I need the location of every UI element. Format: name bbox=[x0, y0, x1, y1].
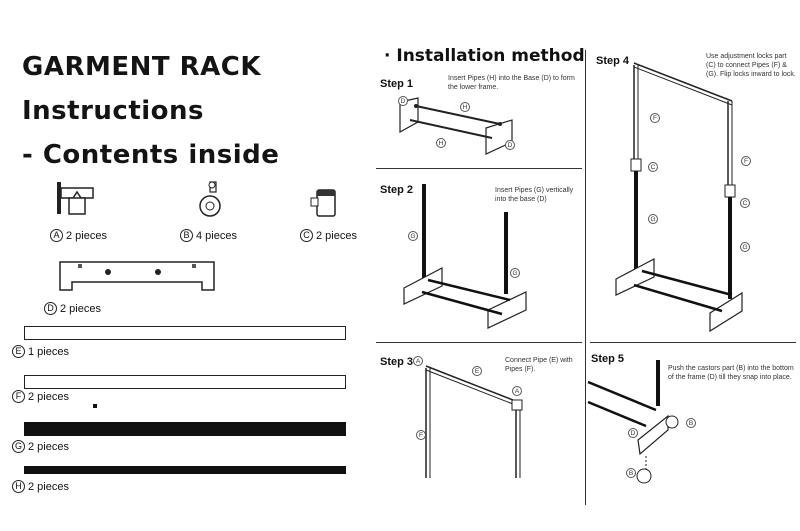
part-e-pipe bbox=[24, 326, 346, 340]
part-letter-f: F bbox=[12, 390, 25, 403]
part-f-count: 2 pieces bbox=[28, 390, 69, 403]
step5-label-b1: B bbox=[686, 418, 696, 428]
step-3-diagram bbox=[425, 365, 523, 478]
title-contents-inside: - Contents inside bbox=[22, 140, 280, 170]
step-2-text: Insert Pipes (G) vertically into the bas… bbox=[495, 187, 574, 203]
part-b-count: 4 pieces bbox=[196, 229, 237, 242]
step1-label-h1: H bbox=[460, 102, 470, 112]
step-2-diagram bbox=[403, 184, 527, 329]
part-d-icon bbox=[59, 261, 215, 291]
step4-label-c1: C bbox=[648, 162, 658, 172]
step-4-diagram bbox=[615, 62, 743, 333]
step3-label-a2: A bbox=[512, 386, 522, 396]
separator-2 bbox=[376, 342, 582, 343]
step1-label-d: D bbox=[398, 96, 408, 106]
part-letter-h: H bbox=[12, 480, 25, 493]
step2-label-g1: G bbox=[408, 231, 418, 241]
title-garment-rack: GARMENT RACK bbox=[22, 52, 262, 82]
step1-label-d2: D bbox=[505, 140, 515, 150]
part-c-icon bbox=[310, 189, 336, 217]
installation-heading: · Installation method bbox=[384, 46, 585, 66]
part-letter-c: C bbox=[300, 229, 313, 242]
separator-3 bbox=[590, 342, 796, 343]
part-a-count: 2 pieces bbox=[66, 229, 107, 242]
part-c-count: 2 pieces bbox=[316, 229, 357, 242]
step4-label-g2: G bbox=[740, 242, 750, 252]
part-f-caption: F 2 pieces bbox=[12, 390, 69, 403]
part-letter-d: D bbox=[44, 302, 57, 315]
step-1-text: Insert Pipes (H) into the Base (D) to fo… bbox=[448, 75, 575, 91]
part-d-caption: D 2 pieces bbox=[44, 302, 101, 315]
step4-label-c2: C bbox=[740, 198, 750, 208]
step5-label-b2: B bbox=[626, 468, 636, 478]
part-g-pipe bbox=[24, 422, 346, 436]
step4-label-g1: G bbox=[648, 214, 658, 224]
step2-label-g2: G bbox=[510, 268, 520, 278]
column-divider bbox=[585, 50, 586, 505]
part-e-count: 1 pieces bbox=[28, 345, 69, 358]
step4-label-f2: F bbox=[741, 156, 751, 166]
part-letter-e: E bbox=[12, 345, 25, 358]
step3-label-e: E bbox=[472, 366, 482, 376]
part-a-icon bbox=[57, 182, 94, 215]
step-1-title: Step 1 bbox=[380, 78, 414, 90]
part-f-pipe bbox=[24, 375, 346, 389]
separator-1 bbox=[376, 168, 582, 169]
step-5-title: Step 5 bbox=[591, 353, 625, 365]
part-letter-a: A bbox=[50, 229, 63, 242]
step-5-diagram bbox=[587, 360, 679, 484]
part-h-count: 2 pieces bbox=[28, 480, 69, 493]
step4-label-f1: F bbox=[650, 113, 660, 123]
title-instructions: Instructions bbox=[22, 96, 205, 126]
part-b-caption: B 4 pieces bbox=[180, 229, 237, 242]
part-h-caption: H 2 pieces bbox=[12, 480, 69, 493]
step3-label-a1: A bbox=[413, 356, 423, 366]
part-g-caption: G 2 pieces bbox=[12, 440, 69, 453]
part-b-icon bbox=[199, 181, 221, 217]
step-5-text: Push the castors part (B) into the botto… bbox=[668, 365, 794, 381]
step-3-text: Connect Pipe (E) with Pipes (F). bbox=[505, 357, 573, 373]
part-d-count: 2 pieces bbox=[60, 302, 101, 315]
step-4-text: Use adjustment locks part (C) to connect… bbox=[706, 53, 796, 78]
part-a-caption: A 2 pieces bbox=[50, 229, 107, 242]
part-letter-b: B bbox=[180, 229, 193, 242]
dot-mark bbox=[93, 404, 97, 408]
step3-label-f: F bbox=[416, 430, 426, 440]
part-h-pipe bbox=[24, 466, 346, 474]
step1-label-h2: H bbox=[436, 138, 446, 148]
part-c-caption: C 2 pieces bbox=[300, 229, 357, 242]
step-4-title: Step 4 bbox=[596, 55, 630, 67]
step-3-title: Step 3 bbox=[380, 356, 414, 368]
part-g-count: 2 pieces bbox=[28, 440, 69, 453]
step5-label-d: D bbox=[628, 428, 638, 438]
part-e-caption: E 1 pieces bbox=[12, 345, 69, 358]
part-letter-g: G bbox=[12, 440, 25, 453]
step-1-diagram bbox=[399, 97, 513, 155]
step-2-title: Step 2 bbox=[380, 184, 414, 196]
